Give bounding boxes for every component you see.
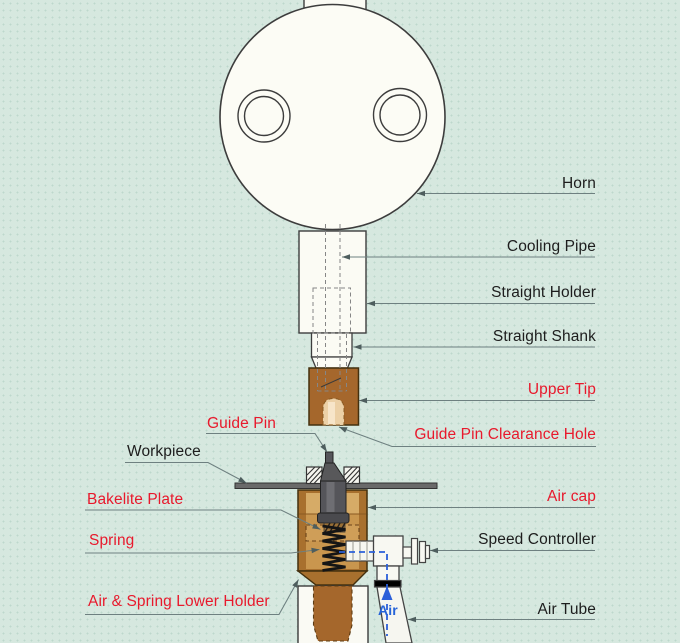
air-flow-arrow-up	[381, 586, 393, 600]
controller-knob	[410, 537, 419, 565]
label-bakelite-plate: Bakelite Plate	[87, 491, 184, 508]
lower-tip-plug	[312, 585, 353, 642]
thread-indicator-line	[320, 377, 342, 388]
controller-body	[372, 535, 404, 567]
leader-guide-pin	[206, 432, 328, 453]
label-air-cap: Air cap	[547, 488, 596, 505]
speed-controller-shape	[345, 535, 431, 588]
label-air-flow: Air	[378, 602, 398, 618]
leader-spring	[85, 548, 320, 554]
label-spring: Spring	[89, 532, 135, 549]
leader-guide-pin-clearance-hole	[338, 426, 596, 448]
label-speed-controller: Speed Controller	[478, 531, 596, 548]
controller-neck	[376, 565, 400, 582]
horn-shape	[219, 3, 446, 231]
guide-pin-tip	[325, 451, 334, 464]
leader-lines	[85, 192, 596, 621]
label-straight-shank: Straight Shank	[492, 328, 596, 345]
label-upper-tip: Upper Tip	[527, 381, 596, 398]
leader-lower-holder	[85, 579, 299, 616]
horn-bolt-hole-right	[372, 87, 428, 143]
label-lower-holder: Air & Spring Lower Holder	[88, 593, 270, 610]
hidden-shank-outline	[312, 287, 351, 334]
bakelite-hatch-blocks	[305, 466, 361, 485]
label-guide-pin: Guide Pin	[207, 415, 276, 432]
guide-pin-shape	[317, 451, 350, 533]
cooling-pipe-hidden-lines	[312, 224, 351, 392]
label-guide-pin-clearance-hole: Guide Pin Clearance Hole	[414, 426, 596, 443]
lower-holder-shape	[297, 585, 369, 643]
leader-arrowheads	[238, 190, 438, 623]
upper-tip-shape	[308, 367, 360, 426]
spring-shape	[322, 524, 346, 572]
air-tube-shape	[376, 586, 413, 643]
guide-pin-flange	[317, 512, 350, 524]
label-workpiece: Workpiece	[127, 443, 201, 460]
air-flow-path	[339, 551, 393, 636]
leader-bakelite-plate	[85, 509, 321, 530]
label-horn: Horn	[562, 175, 596, 192]
leader-workpiece	[125, 461, 247, 484]
label-air-tube: Air Tube	[537, 601, 596, 618]
horn-bolt-hole-left	[237, 89, 291, 143]
label-cooling-pipe: Cooling Pipe	[506, 238, 596, 255]
straight-holder-shape	[298, 230, 367, 334]
label-straight-holder: Straight Holder	[491, 284, 596, 301]
air-cap-taper	[295, 570, 369, 586]
